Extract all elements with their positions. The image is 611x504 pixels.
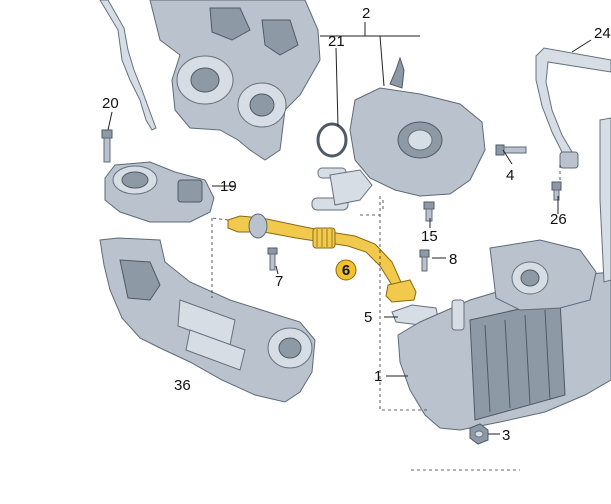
egr-pipe-6 [227,215,417,303]
callout-5: 5 [364,309,372,326]
fitting-26 [551,151,579,201]
callout-6: 6 [342,262,350,279]
callout-8: 8 [449,251,457,268]
bracket-right-edge [599,117,611,283]
egr-cooler-1 [397,239,611,431]
throttle-body-19 [104,161,215,223]
hose-line-top-left [99,0,157,131]
bolt-7 [267,247,278,271]
callout-20: 20 [102,95,119,112]
bolt-4 [495,144,527,156]
assembly-lines [211,165,561,471]
bolt-15 [423,201,435,222]
callout-2: 2 [362,5,370,22]
hose-24 [535,47,611,167]
callout-1: 1 [374,368,382,385]
o-ring-21 [316,122,348,158]
turbocharger [149,0,321,161]
callout-21: 21 [328,33,345,50]
bolt-8 [419,249,430,272]
callout-26: 26 [550,211,567,228]
egr-valve-housing-2 [311,56,486,211]
callout-labels: 2 21 24 20 4 19 26 15 8 7 5 1 36 3 [102,5,611,444]
callout-24: 24 [594,25,611,42]
nut-3 [469,423,489,445]
callout-19: 19 [220,178,237,195]
intake-manifold-36 [99,237,316,403]
callout-36: 36 [174,377,191,394]
bolt-20 [101,129,113,163]
callout-4: 4 [506,167,514,184]
leader-lines [107,22,592,435]
callout-6-badge: 6 [335,259,357,281]
callout-3: 3 [502,427,510,444]
callout-15: 15 [421,228,438,245]
gasket-pipe-left [248,213,268,239]
callout-7: 7 [275,273,283,290]
